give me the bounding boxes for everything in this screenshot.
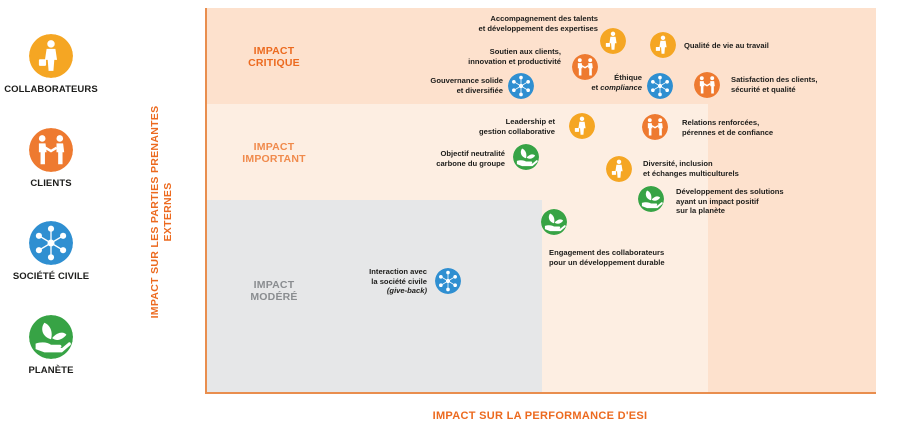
- item-label-line: et développement des expertises: [478, 23, 598, 33]
- network-people-icon: [508, 73, 534, 99]
- handshake-icon: [572, 54, 598, 80]
- legend-label: PLANÈTE: [28, 365, 74, 376]
- item-label-line: innovation et productivité: [468, 56, 561, 66]
- leaf-hand-icon: [638, 186, 664, 212]
- item-label-line: Interaction avec: [369, 267, 427, 276]
- item-label-line: Objectif neutralité: [440, 149, 505, 158]
- item-label: Qualité de vie au travail: [684, 41, 769, 51]
- item-label-line: Relations renforcées,: [682, 118, 760, 127]
- item-label-line: Accompagnement des talents: [490, 14, 598, 23]
- item-label-line: Qualité de vie au travail: [684, 41, 769, 50]
- item-label-line: (give-back): [386, 286, 427, 296]
- legend-item-societe: SOCIÉTÉ CIVILE: [0, 221, 102, 282]
- item-label-line: la société civile: [371, 276, 427, 286]
- item-label-line: pérennes et de confiance: [682, 127, 774, 137]
- leaf-hand-icon: [513, 144, 539, 170]
- item-label-line: et diversifiée: [456, 85, 503, 95]
- zone-label-modere: IMPACT MODÉRÉ: [250, 279, 298, 303]
- network-people-icon: [647, 73, 673, 99]
- handshake-icon: [694, 72, 720, 98]
- item-label-line: Leadership et: [505, 117, 555, 126]
- handshake-icon: [642, 114, 668, 140]
- item-label-line: Engagement des collaborateurs: [549, 248, 665, 257]
- handshake-icon: [29, 128, 73, 172]
- item-label: Soutien aux clients,innovation et produc…: [468, 47, 561, 66]
- item-label-line: Soutien aux clients,: [489, 47, 561, 56]
- item-label-line: carbone du groupe: [436, 158, 505, 168]
- person-with-bag-icon: [29, 34, 73, 78]
- zone-label-important: IMPACT IMPORTANT: [242, 141, 306, 165]
- zone-modere-bg: [206, 200, 542, 393]
- person-with-bag-icon: [600, 28, 626, 54]
- network-people-icon: [435, 268, 461, 294]
- item-label-line: Développement des solutions: [676, 187, 784, 196]
- item-label-line: Diversité, inclusion: [643, 159, 713, 168]
- legend-label: SOCIÉTÉ CIVILE: [12, 271, 90, 282]
- legend-label: COLLABORATEURS: [4, 84, 98, 95]
- item-label: Relations renforcées,pérennes et de conf…: [682, 118, 773, 137]
- legend-item-clients: CLIENTS: [0, 128, 102, 189]
- item-label-line: Satisfaction des clients,: [731, 75, 818, 84]
- person-with-bag-icon: [606, 156, 632, 182]
- item-label-line: sécurité et qualité: [731, 84, 796, 94]
- item-label-line: gestion collaborative: [479, 126, 555, 136]
- item-label: Satisfaction des clients,sécurité et qua…: [731, 75, 818, 94]
- person-with-bag-icon: [650, 32, 676, 58]
- person-with-bag-icon: [569, 113, 595, 139]
- y-axis-line: [205, 8, 207, 394]
- legend-item-planete: PLANÈTE: [0, 315, 102, 376]
- item-label-line: et échanges multiculturels: [643, 168, 739, 178]
- item-label-line: Éthique: [614, 73, 642, 82]
- x-axis-line: [205, 392, 876, 394]
- item-label-line: Gouvernance solide: [430, 76, 503, 85]
- legend-label: CLIENTS: [30, 178, 72, 189]
- leaf-hand-icon: [29, 315, 73, 359]
- item-label-line: ayant un impact positif: [676, 196, 759, 206]
- item-label-line: sur la planète: [676, 206, 725, 216]
- y-axis-title: IMPACT SUR LES PARTIES PRENANTES EXTERNE…: [149, 105, 174, 319]
- item-label-line: et compliance: [591, 82, 642, 92]
- item-label-line: pour un développement durable: [549, 257, 665, 267]
- legend-item-collab: COLLABORATEURS: [0, 34, 102, 95]
- network-people-icon: [29, 221, 73, 265]
- zone-label-critique: IMPACT CRITIQUE: [248, 45, 300, 69]
- leaf-hand-icon: [541, 209, 567, 235]
- x-axis-title: IMPACT SUR LA PERFORMANCE D'ESI: [432, 410, 648, 422]
